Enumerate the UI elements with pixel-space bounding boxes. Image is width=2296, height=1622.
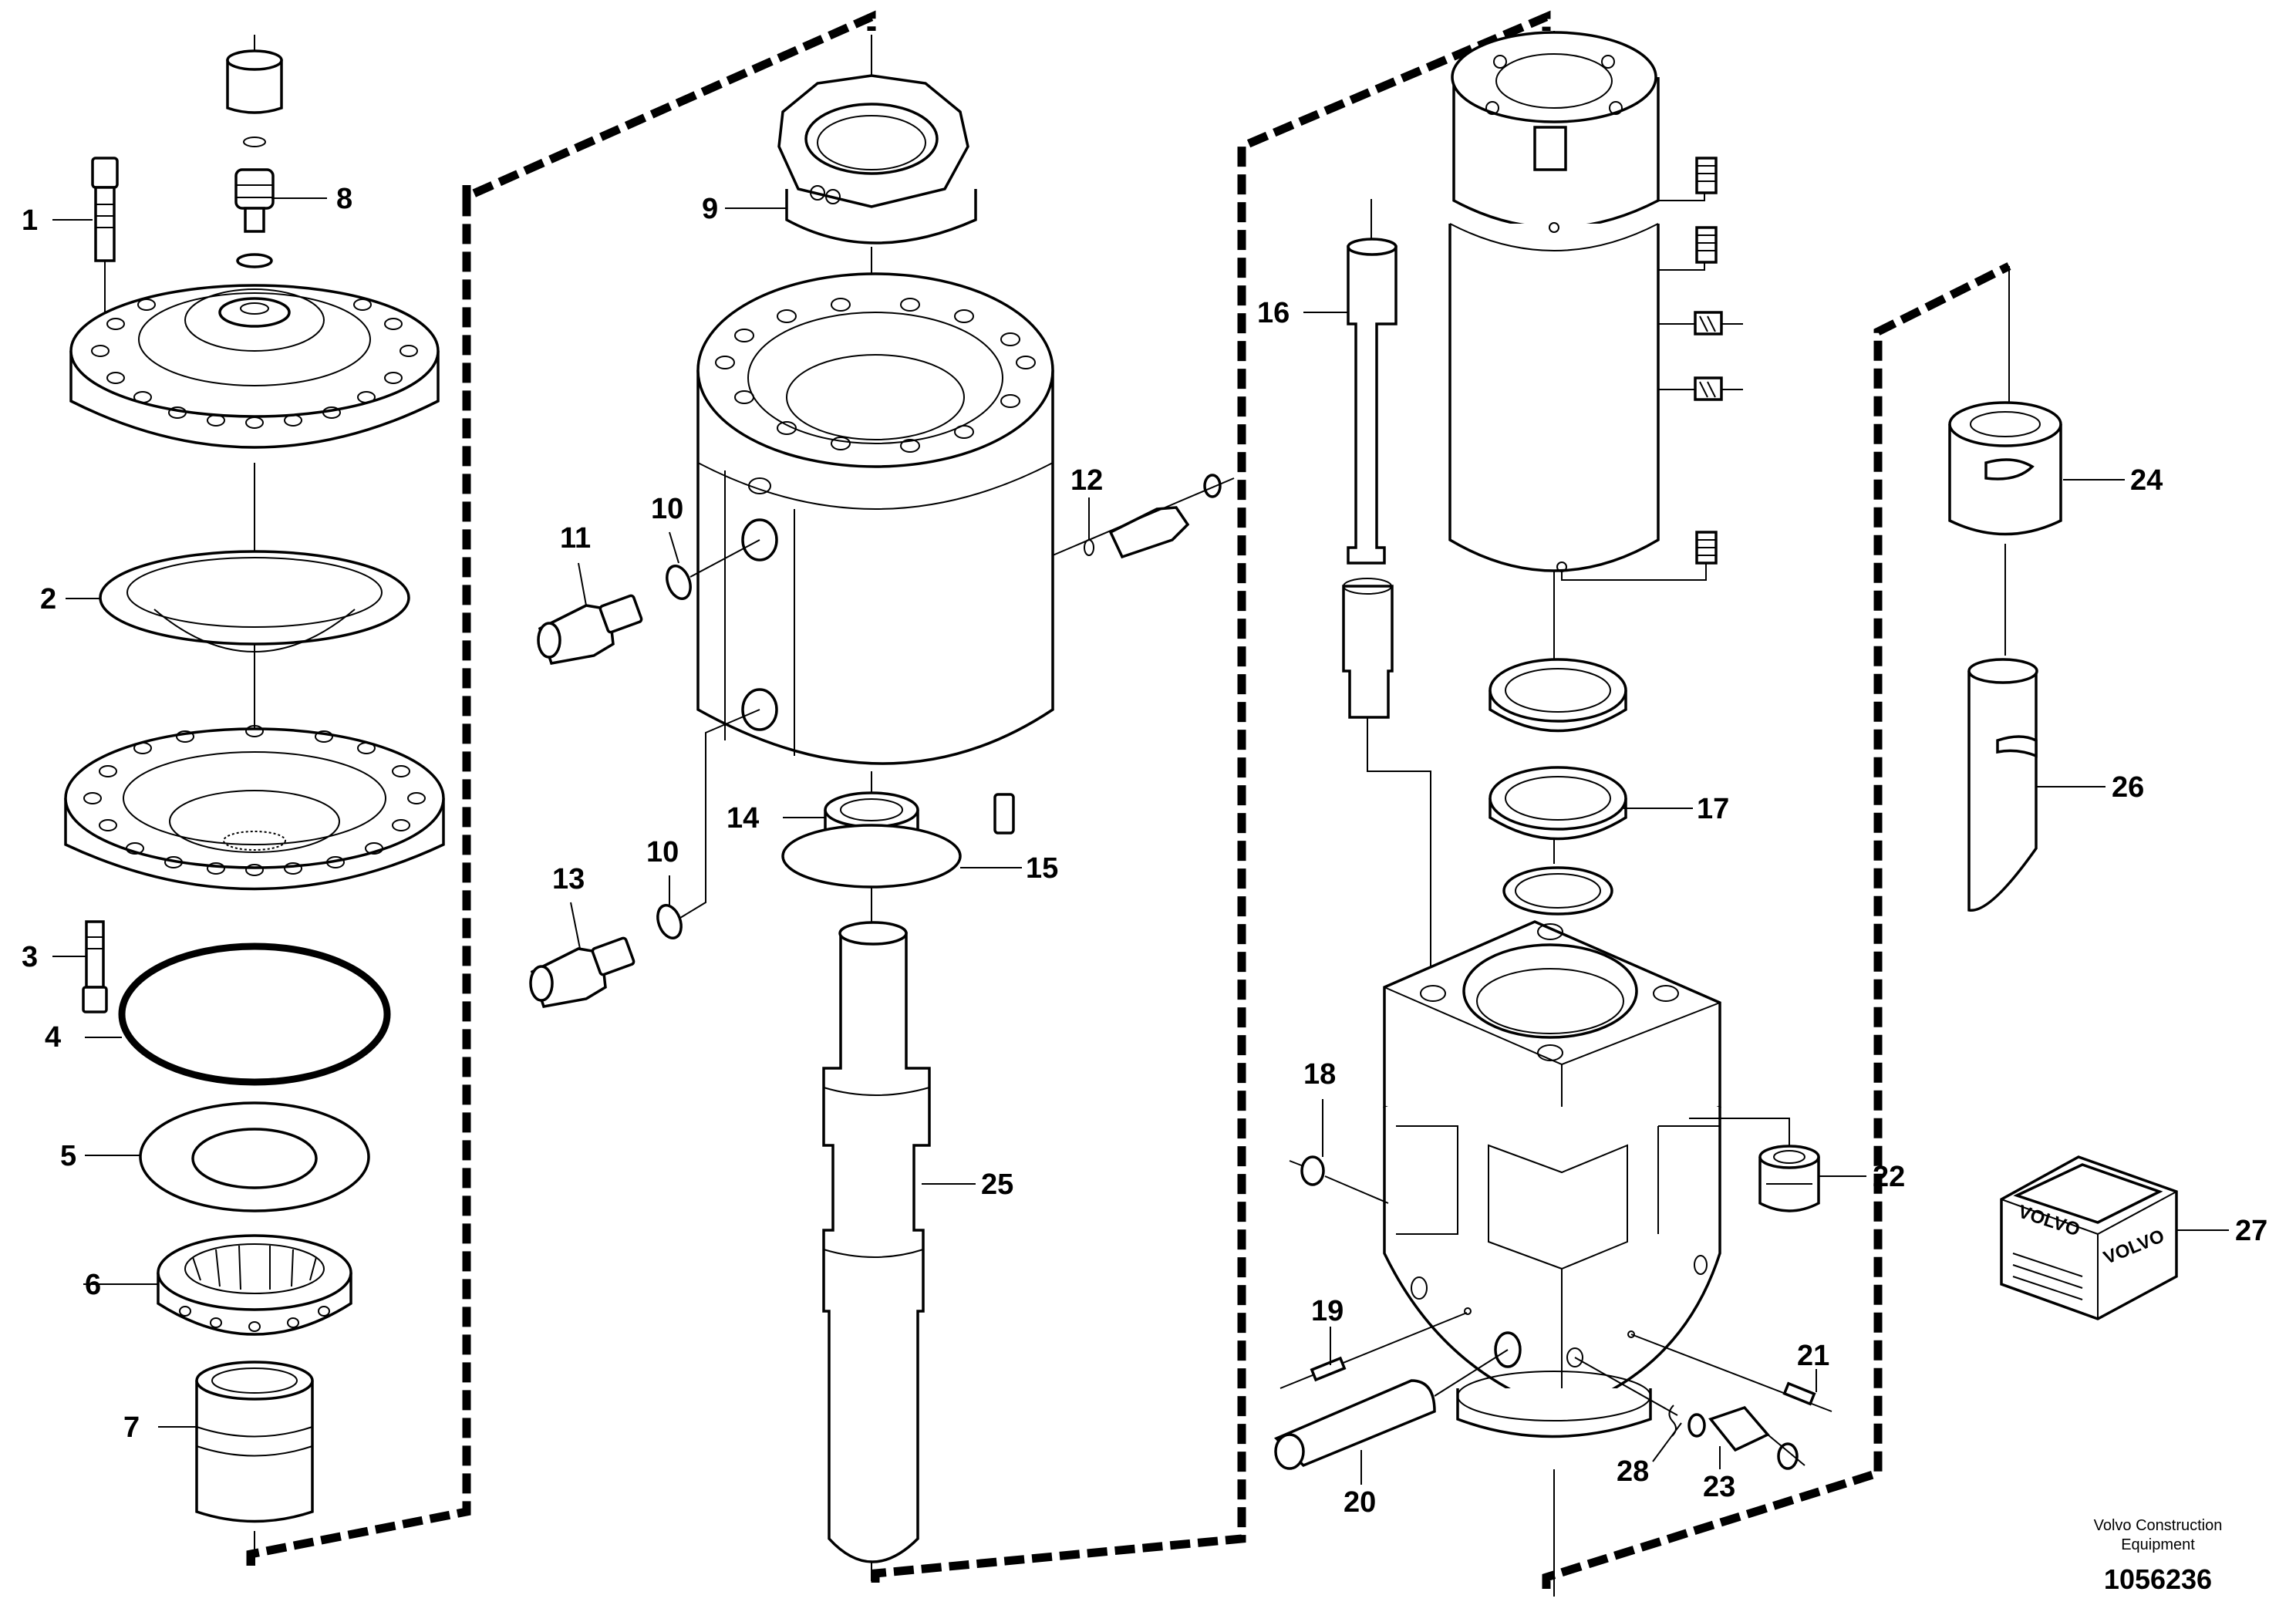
lower-flange xyxy=(64,725,445,891)
part-15-o-ring xyxy=(781,824,962,889)
part-5-washer xyxy=(139,1101,370,1212)
callout-18: 18 xyxy=(1303,1058,1336,1091)
top-flange-cover xyxy=(69,284,440,449)
part-12-plug xyxy=(1052,474,1235,559)
title-block: Volvo Construction Equipment 1056236 xyxy=(2094,1517,2223,1595)
callout-11: 11 xyxy=(560,522,591,555)
callout-3: 3 xyxy=(22,941,38,973)
callout-7: 7 xyxy=(123,1411,140,1444)
callout-6: 6 xyxy=(85,1269,101,1301)
callout-28: 28 xyxy=(1617,1455,1649,1488)
callout-25: 25 xyxy=(981,1168,1013,1201)
part-2-dish xyxy=(99,550,410,653)
callout-8: 8 xyxy=(336,183,352,215)
callout-21: 21 xyxy=(1797,1340,1829,1372)
detent-springs xyxy=(1561,157,1743,581)
callout-5: 5 xyxy=(60,1140,76,1172)
part-9-nut xyxy=(777,74,977,244)
group-boundaries xyxy=(246,10,2011,1589)
part-7-bushing xyxy=(195,1361,314,1523)
callout-15: 15 xyxy=(1026,852,1058,885)
part-18-plug xyxy=(1289,1155,1389,1204)
callout-24: 24 xyxy=(2130,464,2163,497)
callout-27: 27 xyxy=(2235,1215,2267,1247)
valve-housing xyxy=(696,272,1054,835)
callout-4: 4 xyxy=(45,1021,61,1054)
callout-19: 19 xyxy=(1311,1295,1344,1327)
part-26-detent-pin xyxy=(1967,658,2038,912)
callout-13: 13 xyxy=(552,863,585,895)
part-16-rod xyxy=(1342,199,1431,995)
drawing-number: 1056236 xyxy=(2104,1563,2212,1595)
company-name-line1: Volvo Construction xyxy=(2094,1517,2223,1534)
callout-26: 26 xyxy=(2112,771,2144,804)
callout-9: 9 xyxy=(702,193,718,225)
callout-12: 12 xyxy=(1070,464,1103,497)
callout-14: 14 xyxy=(727,802,759,835)
callout-1: 1 xyxy=(22,204,38,237)
callout-16: 16 xyxy=(1257,297,1290,329)
part-1-bolt xyxy=(91,157,119,339)
part-24-detent-cap xyxy=(1948,266,2062,656)
part-3-screw xyxy=(82,920,108,1013)
callout-10-lower: 10 xyxy=(646,836,679,868)
callout-22: 22 xyxy=(1873,1161,1905,1193)
part-11-adapter xyxy=(537,539,760,665)
callout-20: 20 xyxy=(1344,1486,1376,1519)
part-8-bleed-valve xyxy=(226,49,283,268)
valve-body-block xyxy=(1383,920,1721,1438)
callouts: 1 2 3 4 5 6 7 8 9 10 10 11 12 13 14 15 1… xyxy=(22,183,2267,1519)
callout-2: 2 xyxy=(40,583,56,615)
callout-10-upper: 10 xyxy=(651,493,683,525)
part-27-volvo-kit-box: VOLVO VOLVO xyxy=(2000,1155,2178,1320)
part-21-pin xyxy=(1630,1334,1832,1412)
part-6-ring-nut xyxy=(157,1234,352,1336)
part-19-pin xyxy=(1279,1312,1468,1389)
leader-lines xyxy=(52,197,2229,1485)
callout-23: 23 xyxy=(1703,1471,1735,1503)
part-13-adapter xyxy=(529,709,760,1008)
part-17-seals xyxy=(1489,658,1627,916)
part-22-fitting xyxy=(1689,1118,1820,1212)
callout-17: 17 xyxy=(1697,793,1729,825)
part-25-spool xyxy=(822,921,931,1563)
part-28-23-check xyxy=(1574,1357,1805,1470)
part-4-o-ring xyxy=(118,943,391,1086)
part-20-pin xyxy=(1273,1349,1509,1470)
spring-sleeve xyxy=(1448,31,1660,572)
company-name-line2: Equipment xyxy=(2121,1536,2195,1553)
